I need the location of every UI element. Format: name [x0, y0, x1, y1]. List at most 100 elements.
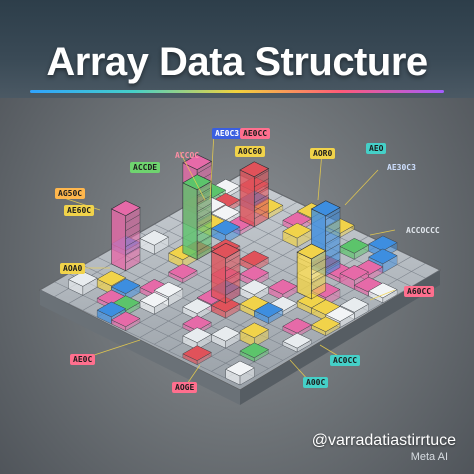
tower-segment [254, 178, 269, 187]
tower-side [253, 168, 269, 228]
tower-segment [197, 227, 212, 236]
tower-top [182, 154, 213, 170]
tower-segment [311, 282, 326, 292]
tower-segment [325, 219, 341, 228]
tower-side [225, 249, 241, 304]
array-cell [339, 265, 370, 281]
array-cell [368, 248, 398, 265]
tower-segment [254, 210, 269, 219]
tower-segment [197, 219, 212, 228]
tower-segment [225, 262, 241, 272]
tower-segment [125, 230, 141, 239]
array-cell [239, 279, 270, 296]
label-cell-11: ACCOCCC [406, 226, 440, 235]
array-cell [310, 316, 341, 332]
tower-segment [225, 278, 241, 288]
label-cell-13: A60CC [404, 286, 435, 297]
platform-front-left [40, 290, 240, 405]
label-cell-9: AG50C [55, 188, 86, 199]
label-cell-4: A0C60 [235, 146, 266, 157]
array-cell [139, 292, 170, 308]
tower-side [182, 182, 198, 261]
grid-line [39, 289, 241, 386]
tower-segment [125, 214, 141, 223]
tower-segment [197, 203, 212, 212]
tower-segment [325, 251, 341, 260]
array-cell [239, 342, 270, 359]
array-cell [210, 219, 241, 236]
label-cell-8: AE30C3 [387, 163, 416, 172]
array-cell [168, 263, 198, 280]
tower-segment [225, 286, 241, 296]
tower-segment [197, 243, 212, 252]
array-cell [339, 238, 370, 254]
array-cell [182, 327, 212, 343]
tower-top [239, 161, 270, 178]
label-cell-10: AE60C [64, 205, 95, 216]
label-cell-6: AEO [366, 143, 387, 154]
page-title: Array Data Structure [46, 40, 428, 84]
array-towers [110, 154, 341, 304]
tower-top [182, 174, 213, 190]
label-cell-16: AOGE [172, 382, 198, 393]
array-cell [68, 271, 98, 287]
credit-text: Meta AI [410, 451, 448, 463]
array-cell [339, 297, 370, 313]
tower-segment [225, 254, 241, 264]
label-cell-2: AE0CC [240, 128, 271, 139]
tower-segment [311, 266, 326, 276]
array-cell [210, 325, 241, 342]
tower-segment [197, 165, 212, 174]
array-cell [282, 222, 312, 239]
tower-side [325, 206, 341, 277]
label-cell-5: AOR0 [310, 148, 336, 159]
tower-segment [197, 211, 212, 220]
header-band [0, 0, 474, 98]
tower-segment [311, 258, 326, 268]
array-cell [368, 282, 398, 299]
tower-segment [125, 246, 141, 255]
tower-segment [225, 270, 241, 280]
array-cell [96, 301, 127, 318]
tower-segment [254, 194, 269, 203]
tower-segment [325, 235, 341, 244]
tower-side [239, 169, 255, 228]
callout-lines [54, 132, 396, 388]
array-cell [182, 298, 212, 314]
array-cell [96, 270, 127, 287]
label-cell-12: AOA0 [60, 263, 86, 274]
tower-segment [325, 243, 341, 252]
label-cell-14: AE0C [70, 354, 96, 365]
tower-segment [125, 222, 141, 231]
tower-side [111, 208, 127, 272]
watermark-handle: @varradatiastirrtuce [311, 432, 456, 449]
tower-segment [125, 238, 141, 247]
label-cell-15: AC0CC [330, 355, 361, 366]
array-cell [110, 311, 141, 327]
tower-segment [254, 202, 269, 211]
array-cell [210, 296, 241, 313]
tower-segment [325, 211, 341, 220]
tower-segment [254, 170, 269, 179]
label-cell-17: A00C [303, 377, 329, 388]
grid-line [54, 281, 255, 378]
tower-segment [325, 259, 341, 268]
array-cell [253, 302, 284, 318]
tower-segment [254, 186, 269, 195]
tower-side [125, 206, 141, 272]
tower-top [210, 242, 241, 259]
tower-side [296, 251, 312, 300]
label-cell-3: ACCOC [175, 151, 200, 160]
tower-top [110, 200, 141, 217]
array-cell [182, 345, 212, 361]
label-cell-7: ACCDE [130, 162, 161, 173]
tower-top [310, 200, 341, 217]
tower-segment [197, 195, 212, 204]
array-cell [225, 360, 255, 377]
platform-front-right [240, 270, 440, 405]
array-cell [268, 279, 298, 295]
label-cell-1: AE0C3 [212, 128, 243, 139]
title-underline [30, 90, 444, 93]
tower-segment [197, 235, 212, 244]
